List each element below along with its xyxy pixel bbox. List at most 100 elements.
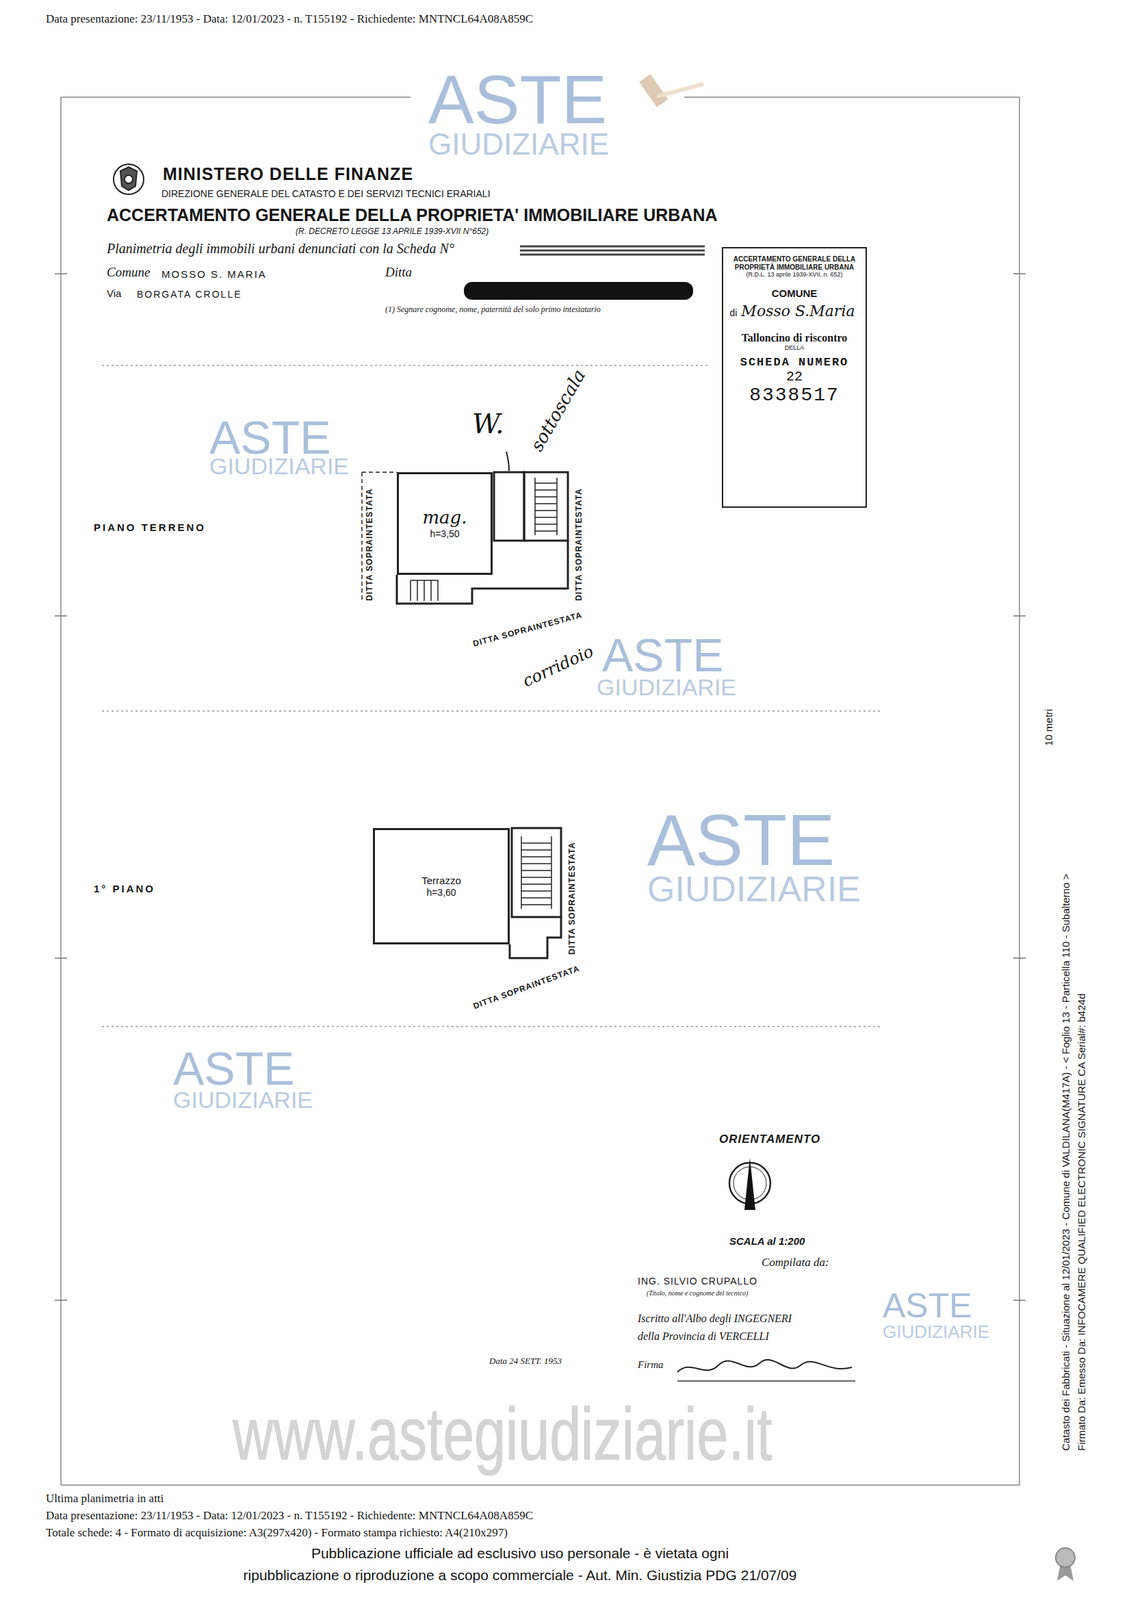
node-text: DELLA: [728, 344, 861, 351]
label-text: Ditta: [385, 264, 412, 280]
seal-icon: [1055, 1547, 1075, 1581]
label-holder: Comune: [106, 264, 150, 280]
label-holder: BORGATA CROLLE: [136, 288, 243, 300]
label-holder: GIUDIZIARIE: [428, 127, 609, 163]
watermark: GIUDIZIARIE: [209, 452, 349, 480]
node-text: 22: [728, 368, 861, 385]
label-text: Compilata da:: [761, 1255, 830, 1270]
first-floor-plan: [509, 827, 562, 958]
label-holder: Data 24 SETT. 1953: [489, 1356, 562, 1367]
state-emblem: [113, 164, 144, 195]
label-holder: (1) Segnare cognome, nome, paternità del…: [385, 305, 601, 315]
label-holder: DITTA SOPRAINTESTATA: [574, 487, 585, 601]
label-holder: GIUDIZIARIE: [596, 673, 737, 701]
label-text: ripubblicazione o riproduzione a scopo c…: [243, 1566, 798, 1584]
label-holder: Planimetria degli immobili urbani denunc…: [106, 240, 455, 257]
label-text: DITTA SOPRAINTESTATA: [365, 487, 375, 601]
stub-box: ACCERTAMENTO GENERALE DELLA PROPRIETÀ IM…: [721, 247, 867, 508]
watermark: GIUDIZIARIE: [596, 673, 737, 701]
label-holder: Totale schede: 4 - Formato di acquisizio…: [45, 1525, 508, 1540]
label-text: DITTA SOPRAINTESTATA: [567, 841, 578, 955]
label-holder: (Titolo, nome e cognome del tecnico): [646, 1289, 748, 1298]
watermark: ASTE: [602, 628, 724, 682]
label-text: Ultima planimetria in atti: [45, 1491, 164, 1506]
label-holder: Catasto dei Fabbricati - Situazione al 1…: [1059, 873, 1072, 1451]
room-box: Terrazzoh=3,60: [372, 827, 510, 945]
watermark: ASTE: [428, 60, 607, 139]
label-text: 1° PIANO: [93, 882, 156, 895]
label-text: DIREZIONE GENERALE DEL CATASTO E DEI SER…: [161, 188, 491, 200]
label-holder: 10 metri: [1042, 708, 1055, 746]
label-holder: DITTA SOPRAINTESTATA: [365, 487, 375, 601]
room-box: mag.h=3,50: [396, 472, 493, 575]
watermark: ASTE: [882, 1286, 973, 1326]
label-holder: DITTA SOPRAINTESTATA: [472, 610, 584, 649]
node-text: ACCERTAMENTO GENERALE DELLA PROPRIETÀ IM…: [728, 255, 861, 271]
label-holder: PIANO TERRENO: [93, 521, 206, 533]
label-text: ORIENTAMENTO: [719, 1132, 821, 1147]
label-text: SCALA al 1:200: [729, 1235, 805, 1247]
label-holder: MOSSO S. MARIA: [161, 268, 267, 280]
label-holder: ING. SILVIO CRUPALLO: [637, 1275, 758, 1287]
redaction: [463, 246, 705, 300]
label-holder: ripubblicazione o riproduzione a scopo c…: [243, 1566, 798, 1584]
signature-underline: [677, 1380, 856, 1382]
label-text: Data presentazione: 23/11/1953 - Data: 1…: [45, 1508, 533, 1523]
label-text: Comune: [106, 264, 150, 280]
label-holder: ORIENTAMENTO: [719, 1132, 821, 1147]
label-text: sottoscala: [526, 366, 590, 455]
label-holder: Firmato Da: Emesso Da: INFOCAMERE QUALIF…: [1075, 993, 1088, 1451]
label-text: Data 24 SETT. 1953: [489, 1356, 562, 1367]
label-text: Planimetria degli immobili urbani denunc…: [106, 240, 455, 257]
watermark: GIUDIZIARIE: [647, 868, 861, 910]
label-text: Catasto dei Fabbricati - Situazione al 1…: [1059, 873, 1072, 1451]
label-holder: ACCERTAMENTO GENERALE DELLA PROPRIETA' I…: [106, 205, 718, 226]
label-holder: GIUDIZIARIE: [647, 868, 861, 910]
label-holder: 1° PIANO: [93, 882, 156, 895]
label-text: (1) Segnare cognome, nome, paternità del…: [385, 305, 601, 315]
label-text: MOSSO S. MARIA: [161, 268, 267, 280]
label-holder: corridoio: [520, 641, 597, 692]
label-holder: Iscritto all'Albo degli INGEGNERI: [637, 1312, 792, 1325]
node-text: SCHEDA NUMERO: [728, 355, 861, 370]
label-text: DITTA SOPRAINTESTATA: [472, 964, 581, 1012]
label-text: Via: [106, 287, 122, 299]
node-text: Mosso S.Maria: [741, 302, 855, 320]
label-text: Totale schede: 4 - Formato di acquisizio…: [45, 1525, 508, 1540]
label-text: MINISTERO DELLE FINANZE: [162, 164, 414, 185]
label-text: Iscritto all'Albo degli INGEGNERI: [637, 1312, 792, 1325]
label-holder: DITTA SOPRAINTESTATA: [567, 841, 578, 955]
label-holder: www.astegiudiziarie.it: [232, 1395, 773, 1472]
label-holder: Data presentazione: 23/11/1953 - Data: 1…: [45, 12, 533, 26]
node-text: h=3,60: [426, 886, 456, 898]
north-compass: [729, 1157, 771, 1210]
website-watermark: www.astegiudiziarie.it: [232, 1395, 773, 1472]
label-holder: GIUDIZIARIE: [173, 1086, 313, 1114]
label-holder: della Provincia di VERCELLI: [637, 1330, 770, 1343]
label-text: DITTA SOPRAINTESTATA: [574, 487, 585, 601]
label-text: (R. DECRETO LEGGE 13 APRILE 1939-XVII N°…: [295, 227, 489, 237]
label-text: BORGATA CROLLE: [136, 288, 243, 300]
label-holder: SCALA al 1:200: [729, 1235, 805, 1247]
document-title: ACCERTAMENTO GENERALE DELLA PROPRIETA' I…: [106, 205, 718, 226]
gavel-watermark: [639, 73, 704, 107]
label-holder: GIUDIZIARIE: [882, 1321, 990, 1343]
node-text: (R.D.L. 13 aprile 1939-XVII, n. 652): [728, 270, 861, 278]
label-holder: sottoscala: [526, 366, 590, 455]
label-text: della Provincia di VERCELLI: [637, 1330, 770, 1343]
node-text: mag.: [422, 507, 467, 529]
label-text: Firmato Da: Emesso Da: INFOCAMERE QUALIF…: [1075, 993, 1088, 1451]
label-holder: Firma: [637, 1358, 664, 1371]
label-text: PIANO TERRENO: [93, 521, 206, 533]
label-holder: DITTA SOPRAINTESTATA: [472, 964, 581, 1012]
label-holder: ASTE: [602, 628, 724, 682]
label-holder: Via: [106, 287, 122, 299]
node-text: 8338517: [728, 384, 861, 407]
node-text: Talloncino di riscontro: [728, 331, 861, 345]
label-holder: W.: [472, 407, 505, 440]
label-text: corridoio: [520, 641, 597, 692]
sheet-frame: [54, 97, 1026, 1485]
node-text: h=3,50: [429, 528, 460, 540]
label-text: Pubblicazione ufficiale ad esclusivo uso…: [311, 1544, 729, 1562]
